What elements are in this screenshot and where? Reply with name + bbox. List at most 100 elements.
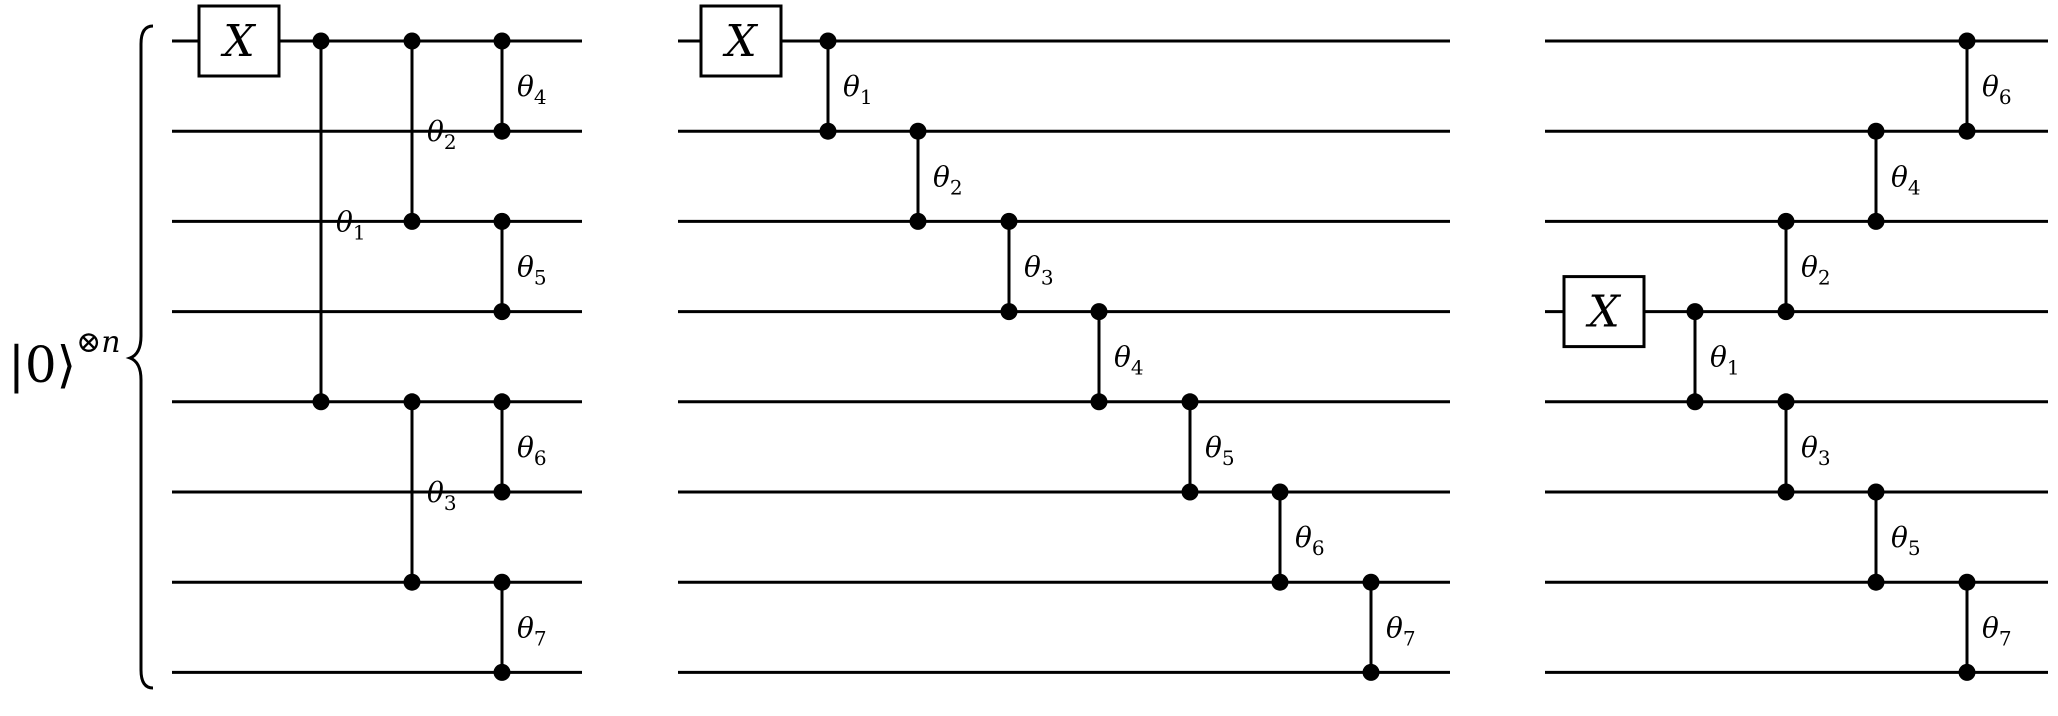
theta-label-7: θ7 — [517, 611, 547, 650]
theta-symbol: θ — [1114, 341, 1131, 374]
control-dot — [1867, 483, 1885, 501]
control-dot — [1777, 393, 1795, 411]
control-dot — [493, 212, 511, 230]
x-gate-label: X — [220, 16, 256, 67]
theta-label-2: θ2 — [933, 160, 963, 199]
controlled-gate-theta-4: θ4 — [493, 32, 547, 140]
theta-subscript: 2 — [1818, 266, 1831, 290]
theta-symbol: θ — [427, 476, 444, 509]
theta-label-6: θ6 — [1295, 521, 1325, 560]
theta-subscript: 6 — [1999, 85, 2012, 109]
controlled-gate-theta-5: θ5 — [493, 212, 547, 321]
target-dot — [909, 212, 927, 230]
control-dot — [1362, 573, 1380, 591]
controlled-gate-theta-3: θ3 — [1777, 393, 1831, 501]
theta-symbol: θ — [1982, 611, 1999, 644]
theta-label-7: θ7 — [1386, 611, 1416, 650]
controlled-gate-theta-6: θ6 — [1958, 32, 2012, 140]
control-dot — [1958, 32, 1976, 50]
controlled-gate-theta-2: θ2 — [909, 122, 963, 230]
target-dot — [493, 303, 511, 321]
input-state-label: |0⟩⊗n — [8, 24, 154, 690]
controlled-gate-theta-2: θ2 — [1777, 212, 1831, 321]
theta-symbol: θ — [1801, 431, 1818, 464]
theta-label-5: θ5 — [517, 251, 547, 290]
controlled-gate-theta-1: θ1 — [1686, 303, 1740, 411]
target-dot — [312, 393, 330, 411]
target-dot — [493, 663, 511, 681]
x-gate-box — [699, 4, 783, 78]
controlled-gate-theta-5: θ5 — [1181, 393, 1235, 501]
theta-label-6: θ6 — [517, 431, 547, 470]
control-dot — [493, 32, 511, 50]
control-dot — [1686, 303, 1704, 321]
control-dot — [1181, 393, 1199, 411]
theta-subscript: 4 — [534, 85, 547, 109]
controlled-gate-theta-7: θ7 — [1362, 573, 1416, 681]
target-dot — [1000, 303, 1018, 321]
controlled-gate-theta-7: θ7 — [1958, 573, 2012, 681]
theta-symbol: θ — [1891, 160, 1908, 193]
theta-label-2: θ2 — [1801, 251, 1831, 290]
theta-subscript: 3 — [1818, 446, 1831, 470]
control-dot — [819, 32, 837, 50]
theta-label-4: θ4 — [1114, 341, 1144, 380]
target-dot — [1090, 393, 1108, 411]
theta-symbol: θ — [427, 115, 444, 148]
theta-label-3: θ3 — [1801, 431, 1831, 470]
target-dot — [1271, 573, 1289, 591]
controlled-gate-theta-5: θ5 — [1867, 483, 1921, 591]
theta-label-4: θ4 — [517, 70, 547, 109]
target-dot — [1777, 483, 1795, 501]
theta-label-1: θ1 — [336, 205, 366, 244]
theta-symbol: θ — [1295, 521, 1312, 554]
controlled-gate-theta-3: θ3 — [403, 393, 457, 591]
controlled-gate-theta-6: θ6 — [1271, 483, 1325, 591]
theta-label-5: θ5 — [1205, 431, 1235, 470]
circuits-layer: θ1θ2θ3θ4θ5θ6θ7Xθ1θ2θ3θ4θ5θ6θ7Xθ1θ2θ3θ4θ5… — [172, 4, 2048, 681]
theta-subscript: 1 — [860, 85, 873, 109]
x-gate: X — [1562, 275, 1646, 349]
theta-subscript: 2 — [444, 130, 457, 154]
control-dot — [403, 393, 421, 411]
target-dot — [493, 122, 511, 140]
theta-label-7: θ7 — [1982, 611, 2012, 650]
input-ket: |0⟩ — [8, 336, 76, 394]
control-dot — [1958, 573, 1976, 591]
theta-symbol: θ — [843, 70, 860, 103]
controlled-gate-theta-6: θ6 — [493, 393, 547, 501]
input-exponent: ⊗n — [76, 325, 120, 360]
theta-subscript: 1 — [353, 220, 366, 244]
control-dot — [909, 122, 927, 140]
controlled-gate-theta-4: θ4 — [1867, 122, 1921, 230]
control-dot — [493, 573, 511, 591]
theta-label-6: θ6 — [1982, 70, 2012, 109]
controlled-gate-theta-1: θ1 — [312, 32, 366, 411]
theta-symbol: θ — [1982, 70, 1999, 103]
x-gate-box — [1562, 275, 1646, 349]
qubit-brace — [125, 24, 154, 690]
target-dot — [403, 573, 421, 591]
theta-symbol: θ — [1710, 341, 1727, 374]
theta-label-3: θ3 — [1024, 251, 1054, 290]
theta-label-1: θ1 — [843, 70, 873, 109]
control-dot — [403, 32, 421, 50]
theta-subscript: 7 — [1999, 626, 2012, 650]
theta-symbol: θ — [1386, 611, 1403, 644]
target-dot — [403, 212, 421, 230]
theta-subscript: 5 — [1908, 536, 1921, 560]
controlled-gate-theta-4: θ4 — [1090, 303, 1144, 411]
x-gate: X — [197, 4, 281, 78]
theta-subscript: 6 — [534, 446, 547, 470]
theta-subscript: 6 — [1312, 536, 1325, 560]
theta-subscript: 3 — [1041, 266, 1054, 290]
target-dot — [1958, 122, 1976, 140]
controlled-gate-theta-7: θ7 — [493, 573, 547, 681]
target-dot — [1181, 483, 1199, 501]
theta-symbol: θ — [1801, 251, 1818, 284]
theta-symbol: θ — [336, 205, 353, 238]
target-dot — [1777, 303, 1795, 321]
theta-subscript: 5 — [534, 266, 547, 290]
